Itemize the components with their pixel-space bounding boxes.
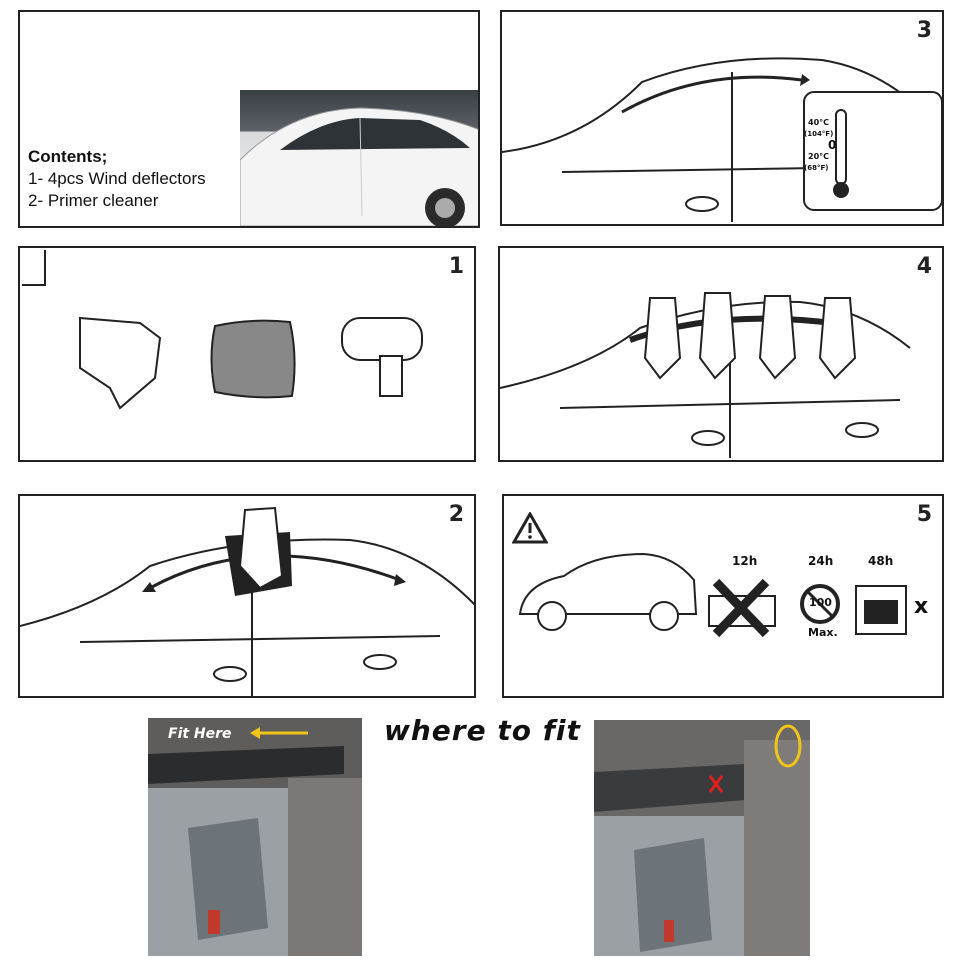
car-photo (240, 90, 478, 226)
step-5-drawing (518, 552, 907, 638)
contents-item-2: 2- Primer cleaner (28, 191, 159, 210)
step-1-panel: 1 (18, 246, 476, 462)
contents-list: Contents; 1- 4pcs Wind deflectors 2- Pri… (28, 146, 206, 212)
speed-value: 100 (809, 596, 832, 609)
step-1-number: 1 (448, 254, 464, 279)
warning-icon (512, 512, 548, 544)
step-2-number: 2 (448, 502, 464, 527)
temp-low-f-label: (68°F) (804, 164, 829, 172)
step-4-panel: 4 (498, 246, 944, 462)
fit-here-label: Fit Here (168, 726, 232, 742)
step-3-number: 3 (916, 18, 932, 43)
contents-panel: Contents; 1- 4pcs Wind deflectors 2- Pri… (18, 10, 480, 228)
hair-dryer-icon (341, 317, 423, 397)
fit-here-photo-drawing (148, 718, 362, 956)
where-to-fit-heading: where to fit (384, 714, 581, 747)
step-5-panel: 5 12h 24h 48h 100 Max. x (502, 494, 944, 698)
temp-high-f-label: (104°F) (804, 130, 834, 138)
cloth-icon (210, 319, 296, 399)
no-wash-x: x (914, 594, 929, 619)
step-3-drawing (502, 57, 942, 222)
step-4-number: 4 (916, 254, 932, 279)
step-1-drawing (79, 316, 423, 410)
sedan-icon (518, 552, 698, 631)
car-wash-icon (855, 585, 907, 635)
fit-here-photo: Fit Here (148, 718, 362, 956)
contents-heading: Contents; (28, 147, 108, 166)
speed-limit-icon (800, 584, 840, 624)
temp-low-label: 20°C (808, 152, 830, 161)
wrench-icon (22, 250, 46, 286)
curing-48h: 48h (868, 554, 894, 568)
step-3-panel: 3 40°C (104°F) 20°C (68°F) 0 (500, 10, 944, 226)
wrong-fit-photo-drawing (594, 720, 810, 956)
step-5-number: 5 (916, 502, 932, 527)
curing-24h: 24h (808, 554, 834, 568)
car-wash-12h-icon (708, 578, 776, 638)
step-2-panel: 2 (18, 494, 476, 698)
temp-high-label: 40°C (808, 118, 830, 127)
step-2-drawing (20, 506, 474, 696)
car-photo-drawing (240, 107, 478, 226)
temp-zero-label: 0 (828, 138, 837, 152)
step-4-drawing (500, 292, 911, 458)
speed-max-label: Max. (808, 626, 838, 639)
wrong-fit-photo (594, 720, 810, 956)
glove-icon (79, 316, 162, 410)
contents-item-1: 1- 4pcs Wind deflectors (28, 169, 206, 188)
curing-12h: 12h (732, 554, 758, 568)
